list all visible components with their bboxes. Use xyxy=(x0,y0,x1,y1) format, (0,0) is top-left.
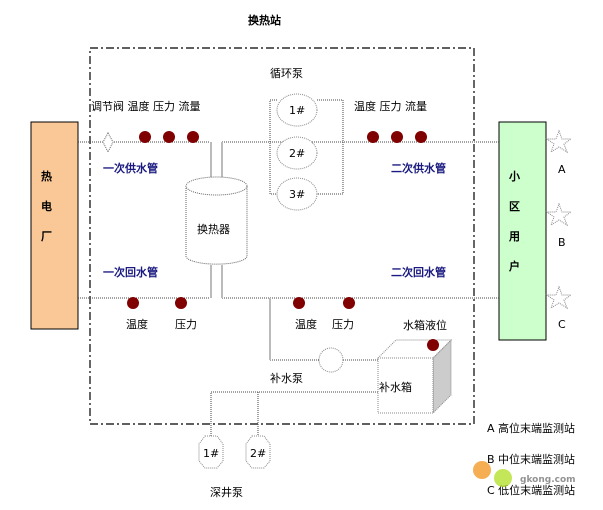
heat-exchanger xyxy=(185,176,248,265)
deep-well-pump-label: 深井泵 xyxy=(210,485,243,499)
secondary-return-temp-label: 温度 xyxy=(295,317,317,331)
sensor-dot xyxy=(139,131,151,143)
legend-item: B 中位末端监测站 xyxy=(487,452,575,466)
sensor-dot xyxy=(391,131,403,143)
deep-well-pump-2 xyxy=(245,435,271,469)
heat-plant-char: 热 xyxy=(41,169,52,183)
circulation-pump-label: 循环泵 xyxy=(270,67,303,80)
secondary-supply-instruments: 温度 压力 流量 xyxy=(354,99,427,113)
heat-plant-box xyxy=(30,121,79,330)
deep-well-pump-1 xyxy=(198,435,224,469)
secondary-supply-label: 二次供水管 xyxy=(391,161,446,175)
makeup-pump-label: 补水泵 xyxy=(270,372,303,385)
primary-return-pressure-label: 压力 xyxy=(175,318,197,331)
station-a-label: A xyxy=(558,163,566,176)
primary-return-label: 一次回水管 xyxy=(103,265,158,279)
community-box xyxy=(498,121,547,341)
heat-plant-char: 厂 xyxy=(41,230,52,243)
sensor-dot xyxy=(367,131,379,143)
tank-level-label: 水箱液位 xyxy=(403,318,447,332)
makeup-tank-label: 补水箱 xyxy=(379,380,412,394)
heat-plant-char: 电 xyxy=(41,199,52,213)
makeup-tank xyxy=(376,338,453,415)
pump-number: 1# xyxy=(289,104,305,117)
station-boundary xyxy=(89,47,475,425)
sensor-dot xyxy=(415,131,427,143)
pump-number: 2# xyxy=(250,447,266,460)
community-char: 户 xyxy=(509,259,520,273)
circulation-pump-3 xyxy=(276,177,318,211)
primary-return-temp-label: 温度 xyxy=(126,317,148,331)
station-b-star-icon xyxy=(545,202,573,227)
community-char: 区 xyxy=(509,200,520,213)
sensor-dot xyxy=(127,297,139,309)
station-c-star-icon xyxy=(545,285,573,310)
primary-supply-instruments: 调节阀 温度 压力 流量 xyxy=(91,99,201,113)
station-a-star-icon xyxy=(545,129,573,154)
station-b-label: B xyxy=(558,236,566,249)
circulation-pump-1 xyxy=(276,93,318,127)
diagram-title: 换热站 xyxy=(248,13,281,27)
pipes xyxy=(78,99,499,437)
regulating-valve-icon xyxy=(102,131,114,154)
station-c-label: C xyxy=(558,318,566,331)
legend-item: C 低位末端监测站 xyxy=(487,483,575,497)
sensor-dot xyxy=(187,131,199,143)
tank-level-sensor xyxy=(427,339,439,351)
makeup-pump-icon xyxy=(318,347,344,373)
community-char: 小 xyxy=(508,169,520,183)
sensor-dot xyxy=(163,131,175,143)
pump-bracket-left xyxy=(269,99,277,195)
pump-bracket-right xyxy=(317,99,344,195)
pump-number: 3# xyxy=(289,188,305,201)
legend-item: A 高位末端监测站 xyxy=(487,421,575,435)
pump-number: 1# xyxy=(203,447,219,460)
secondary-return-label: 二次回水管 xyxy=(391,265,446,279)
sensor-dot xyxy=(175,297,187,309)
secondary-return-pressure-label: 压力 xyxy=(332,318,354,331)
sensor-dot xyxy=(293,297,305,309)
heat-exchanger-label: 换热器 xyxy=(197,222,230,236)
watermark-text: gkong.com xyxy=(520,475,576,485)
circulation-pump-2 xyxy=(276,136,318,170)
community-char: 用 xyxy=(509,230,520,243)
primary-supply-label: 一次供水管 xyxy=(103,161,158,175)
pump-number: 2# xyxy=(289,147,305,160)
sensor-dot xyxy=(343,297,355,309)
watermark-logo: gkong.com xyxy=(473,461,576,487)
